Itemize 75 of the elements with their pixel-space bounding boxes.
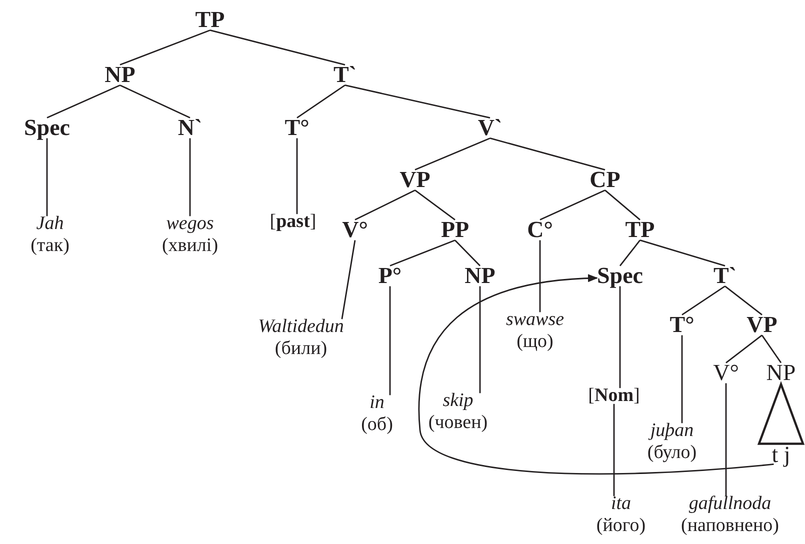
category-label: C° [527,216,553,244]
word: gafullnoda [688,493,772,515]
tree-branch [539,240,541,312]
tree-branch [414,190,456,220]
tree-branch [725,383,727,496]
category-label: TP [195,6,225,34]
category-label: T` [334,62,356,88]
triangle-branch [757,381,805,445]
tree-branch [210,30,346,66]
tree-branch [613,404,615,496]
word: ita [610,493,632,515]
category-label: V` [478,114,502,142]
category-label: T° [284,114,310,142]
gloss: (що) [516,331,554,353]
tree-branch [189,138,191,216]
tree-branch [296,138,298,214]
tree-branch [46,138,48,216]
tree-branch [354,190,416,220]
tree-branch [341,240,356,320]
category-label: NP [104,62,136,88]
tree-branch [681,335,683,424]
tree-branch [414,138,490,170]
category-label: T° [670,312,694,338]
category-label: VP [400,166,430,194]
tree-branch [120,30,210,66]
gloss: (його) [596,515,646,537]
category-label: P° [378,262,402,290]
movement-arrow [418,274,774,475]
gloss: (човен) [428,412,488,434]
tree-branch [46,84,120,118]
tree-branch [296,84,346,118]
word: Waltidedun [258,316,344,338]
tree-branch [344,84,490,118]
tree-branch [490,138,606,170]
feature-label: [Nom] [588,385,640,407]
tree-branch [619,240,641,266]
tree-branch [682,286,726,316]
gloss: (били) [274,338,328,360]
category-label: VP [746,312,778,338]
gloss: (наповнено) [681,515,779,537]
tree-branch [540,190,606,220]
word: wegos [165,213,215,235]
tree-branch [389,286,391,396]
category-label: TP [625,216,655,244]
category-label: t j [772,442,790,468]
tree-branch [604,190,640,220]
category-label: Spec [597,262,643,290]
category-label: PP [440,216,470,244]
word: Jah [35,213,65,235]
category-label: N` [178,114,202,142]
category-label: NP [766,360,796,386]
gloss: (об) [361,414,393,436]
tree-branch [761,334,782,364]
category-label: V° [342,216,368,244]
tree-branch [726,334,762,364]
category-label: V° [713,360,739,386]
feature-label: [past] [270,211,316,233]
gloss: (хвилі) [162,235,218,257]
tree-branch [724,286,762,316]
tree-branch [120,84,190,118]
category-label: Spec [24,114,70,142]
category-label: T` [714,262,736,290]
category-label: CP [590,166,620,194]
tree-branch [479,286,481,394]
tree-branch [454,240,480,266]
word: skip [442,390,474,412]
gloss: (було) [647,442,697,464]
gloss: (так) [30,235,70,257]
category-label: NP [464,262,496,290]
tree-branch [390,240,456,266]
tree-branch [619,286,621,388]
word: swawse [506,309,564,331]
tree-branch [640,240,726,266]
word: juþan [648,420,695,442]
word: in [368,392,386,414]
